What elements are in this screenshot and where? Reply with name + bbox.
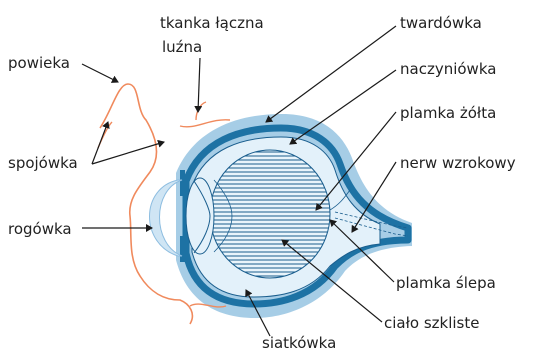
label-plamka-slepa: plamka ślepa — [396, 274, 496, 292]
label-naczyniowka: naczyniówka — [400, 60, 496, 78]
label-cialo-szkliste: ciało szkliste — [384, 314, 479, 332]
label-siatkowka: siatkówka — [262, 334, 336, 352]
label-powieka: powieka — [8, 54, 70, 72]
label-rogowka: rogówka — [8, 220, 72, 238]
label-twardowka: twardówka — [400, 14, 482, 32]
label-spojowka: spojówka — [8, 154, 78, 172]
label-tkanka-1: tkanka łączna — [160, 14, 264, 32]
label-nerw-wzrokowy: nerw wzrokowy — [400, 154, 516, 172]
leader-tkanka — [198, 58, 200, 112]
label-tkanka-2: luźna — [162, 38, 202, 56]
leader-twardowka — [266, 26, 396, 122]
leader-naczyniowka — [290, 70, 396, 144]
leader-spojowka-a — [92, 122, 108, 164]
leader-spojowka-b — [92, 142, 164, 164]
leader-powieka — [82, 64, 118, 82]
label-plamka-zolta: plamka żółta — [400, 104, 496, 122]
